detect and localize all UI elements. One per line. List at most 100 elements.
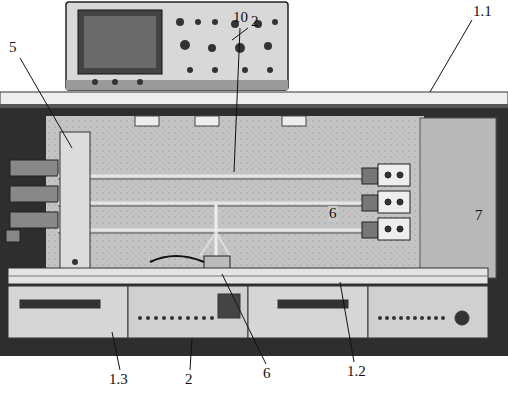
top-shelf-part [0,104,508,108]
leader-lines-part [234,28,240,172]
panel-knobs-part [194,316,198,320]
callout-number: 1.1 [472,4,493,19]
oscilloscope-part-part [195,19,201,25]
left-terminals-part [6,230,20,242]
right-terminals-part [378,191,410,213]
rods-part [58,175,372,178]
panel-knobs-part [146,316,150,320]
top-shelf [0,92,508,126]
callout-number: 2 [184,372,194,387]
panel-knobs-part [413,316,417,320]
right-terminals-part [385,226,391,232]
oscilloscope-part-part [187,67,193,73]
leader-lines-part [222,274,266,364]
cabinet-part [420,118,496,278]
oscilloscope-part-part [92,79,98,85]
right-terminals-part [362,168,378,184]
right-terminals-part [378,164,410,186]
oscilloscope-part [66,80,288,90]
leader-lines-part [112,332,120,370]
instrument-panels-part [368,286,488,338]
callout-number: 5 [8,40,18,55]
probe-carriage-part [200,232,230,256]
instrument-panels-part [278,300,348,308]
oscilloscope-part-part [264,42,272,50]
instrument-panels-part [248,286,368,338]
panel-knobs-part [154,316,158,320]
cabinet [0,104,508,356]
top-shelf-part [0,92,508,106]
right-terminals-part [397,172,403,178]
right-terminals-part [397,226,403,232]
support-post-part [60,132,90,270]
oscilloscope-part-part [176,18,184,26]
right-terminals-part [362,195,378,211]
panel-knobs-part [427,316,431,320]
leader-lines-part [430,20,472,92]
bench-rail-part [8,276,488,277]
panel-knobs-part [202,316,206,320]
probe-carriage [150,204,230,274]
panel-knobs-part [399,316,403,320]
top-shelf-part [195,116,219,126]
right-terminals-part [385,199,391,205]
panel-knobs-part [162,316,166,320]
leader-lines-part [190,338,192,370]
instrument-panels-part [218,294,240,318]
oscilloscope-part-part [272,19,278,25]
support-post-part [72,259,78,265]
cabinet-part [0,104,508,356]
right-terminals [362,164,410,240]
panel-knobs-part [385,316,389,320]
leader-lines [20,20,472,370]
callout-number: 6 [328,206,338,221]
right-terminals-part [362,222,378,238]
rod-shadows-part [58,179,372,180]
instrument-panels-part [8,286,128,338]
panel-knobs-part [392,316,396,320]
oscilloscope-part-part [112,79,118,85]
instrument-panels-part [128,286,248,338]
panel-knobs-part [434,316,438,320]
top-shelf-part [282,116,306,126]
oscilloscope-part-part [208,44,216,52]
oscilloscope [66,2,288,90]
right-terminals-part [385,172,391,178]
panel-knobs-part [420,316,424,320]
panel-knobs-part [186,316,190,320]
oscilloscope-part-part [137,79,143,85]
left-terminals-part [10,212,58,228]
leader-lines-part [340,282,354,362]
oscilloscope-part [92,18,278,85]
probe-carriage-part [150,256,204,262]
panel-knobs-part [170,316,174,320]
bench-rail-part [8,268,488,284]
oscilloscope-part-part [180,40,190,50]
oscilloscope-part-part [212,19,218,25]
panel-knobs-part [406,316,410,320]
leader-lines-part [20,58,72,148]
oscilloscope-part-part [242,67,248,73]
callout-number: 7 [474,208,484,223]
panel-knobs-part [178,316,182,320]
bench-rail [8,268,488,284]
leader-lines-part [232,28,248,40]
oscilloscope-part [66,2,288,90]
callout-number: 2 [250,14,260,29]
callout-number: 1.2 [346,364,367,379]
support-post [60,132,90,270]
panel-knobs-part [441,316,445,320]
panel-knobs-part [210,316,214,320]
instrument-panels-part [20,300,100,308]
oscilloscope-part [84,16,156,68]
panel-knobs-part [138,316,142,320]
left-terminals [6,160,58,242]
instrument-panels [8,286,488,338]
panel-knobs-part [378,316,382,320]
oscilloscope-part [78,10,162,74]
top-shelf-part [135,116,159,126]
oscilloscope-part-part [212,67,218,73]
right-terminals-part [378,218,410,240]
oscilloscope-part-part [267,67,273,73]
